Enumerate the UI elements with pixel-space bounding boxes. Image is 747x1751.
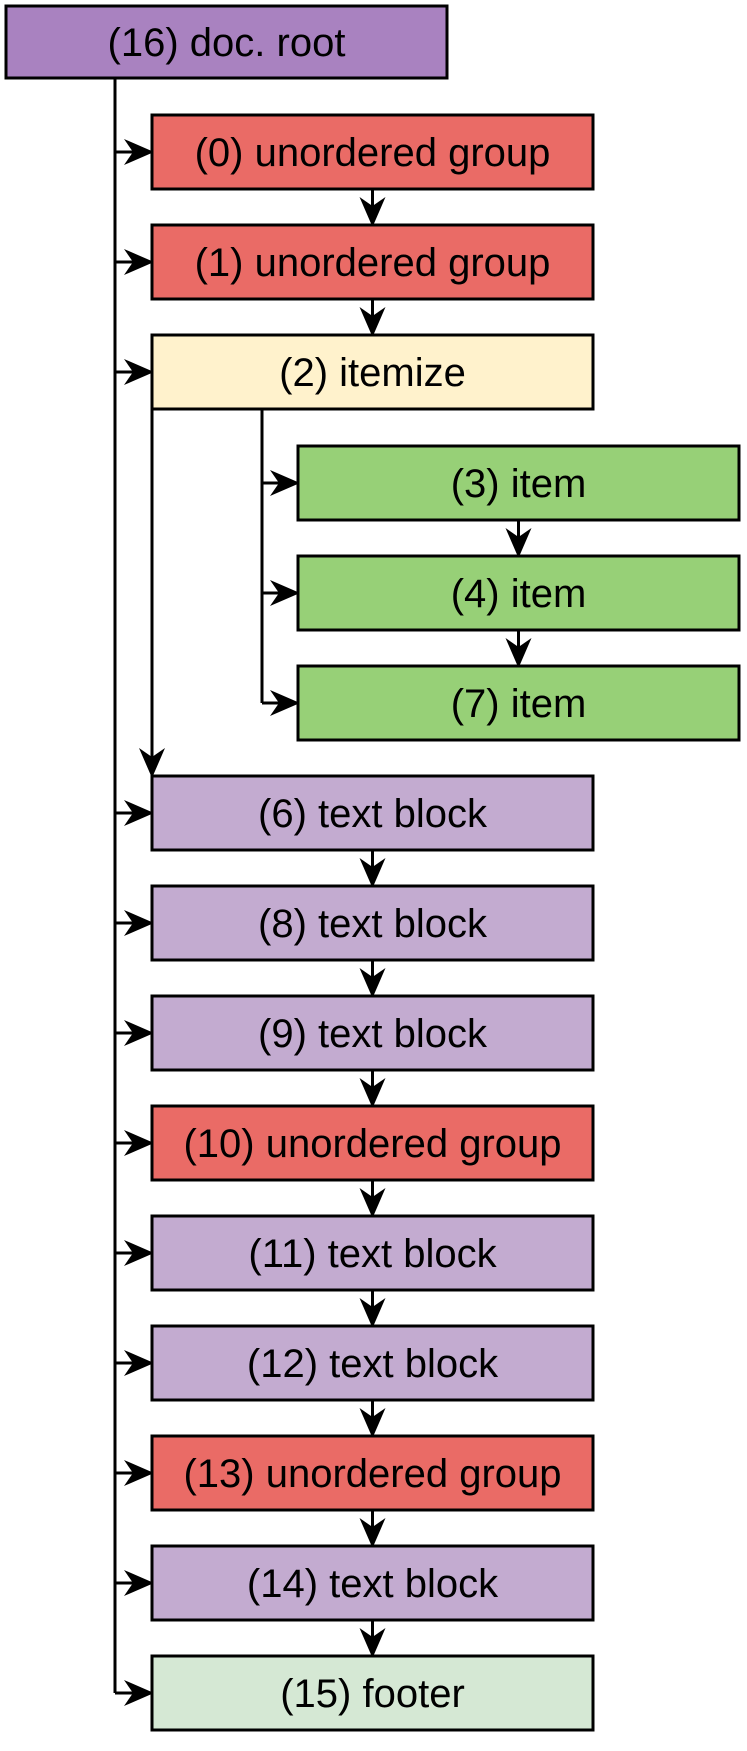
node-label: (3) item [451,462,587,506]
node-box [150,333,595,411]
node-12: (12) text block [150,1324,595,1402]
node-16: (16) doc. root [4,4,449,80]
node-box [4,4,449,80]
node-box [296,664,741,742]
node-box [150,1214,595,1292]
node-box [150,1324,595,1402]
node-8: (8) text block [150,884,595,962]
node-14: (14) text block [150,1544,595,1622]
node-box [150,1654,595,1732]
node-label: (16) doc. root [108,21,346,65]
node-label: (7) item [451,682,587,726]
node-box [150,1544,595,1622]
node-label: (2) itemize [279,351,466,395]
node-box [296,554,741,632]
node-label: (4) item [451,572,587,616]
edges [113,78,532,1706]
node-box [150,1104,595,1182]
node-6: (6) text block [150,774,595,852]
node-11: (11) text block [150,1214,595,1292]
node-0: (0) unordered group [150,113,595,191]
node-7: (7) item [296,664,741,742]
node-box [296,444,741,522]
node-label: (15) footer [280,1672,465,1716]
node-9: (9) text block [150,994,595,1072]
node-box [150,1434,595,1512]
node-label: (6) text block [258,792,488,836]
node-2: (2) itemize [150,333,595,411]
node-box [150,113,595,191]
node-box [150,994,595,1072]
node-label: (9) text block [258,1012,488,1056]
node-box [150,223,595,301]
node-label: (12) text block [247,1342,499,1386]
node-label: (14) text block [247,1562,499,1606]
node-3: (3) item [296,444,741,522]
node-4: (4) item [296,554,741,632]
node-10: (10) unordered group [150,1104,595,1182]
nodes: (16) doc. root (0) unordered group (1) uno… [4,4,741,1732]
node-label: (1) unordered group [195,241,551,285]
node-label: (8) text block [258,902,488,946]
node-box [150,774,595,852]
node-label: (10) unordered group [183,1122,561,1166]
node-1: (1) unordered group [150,223,595,301]
node-label: (13) unordered group [183,1452,561,1496]
node-15: (15) footer [150,1654,595,1732]
node-box [150,884,595,962]
node-13: (13) unordered group [150,1434,595,1512]
node-label: (0) unordered group [195,131,551,175]
node-label: (11) text block [248,1232,497,1276]
